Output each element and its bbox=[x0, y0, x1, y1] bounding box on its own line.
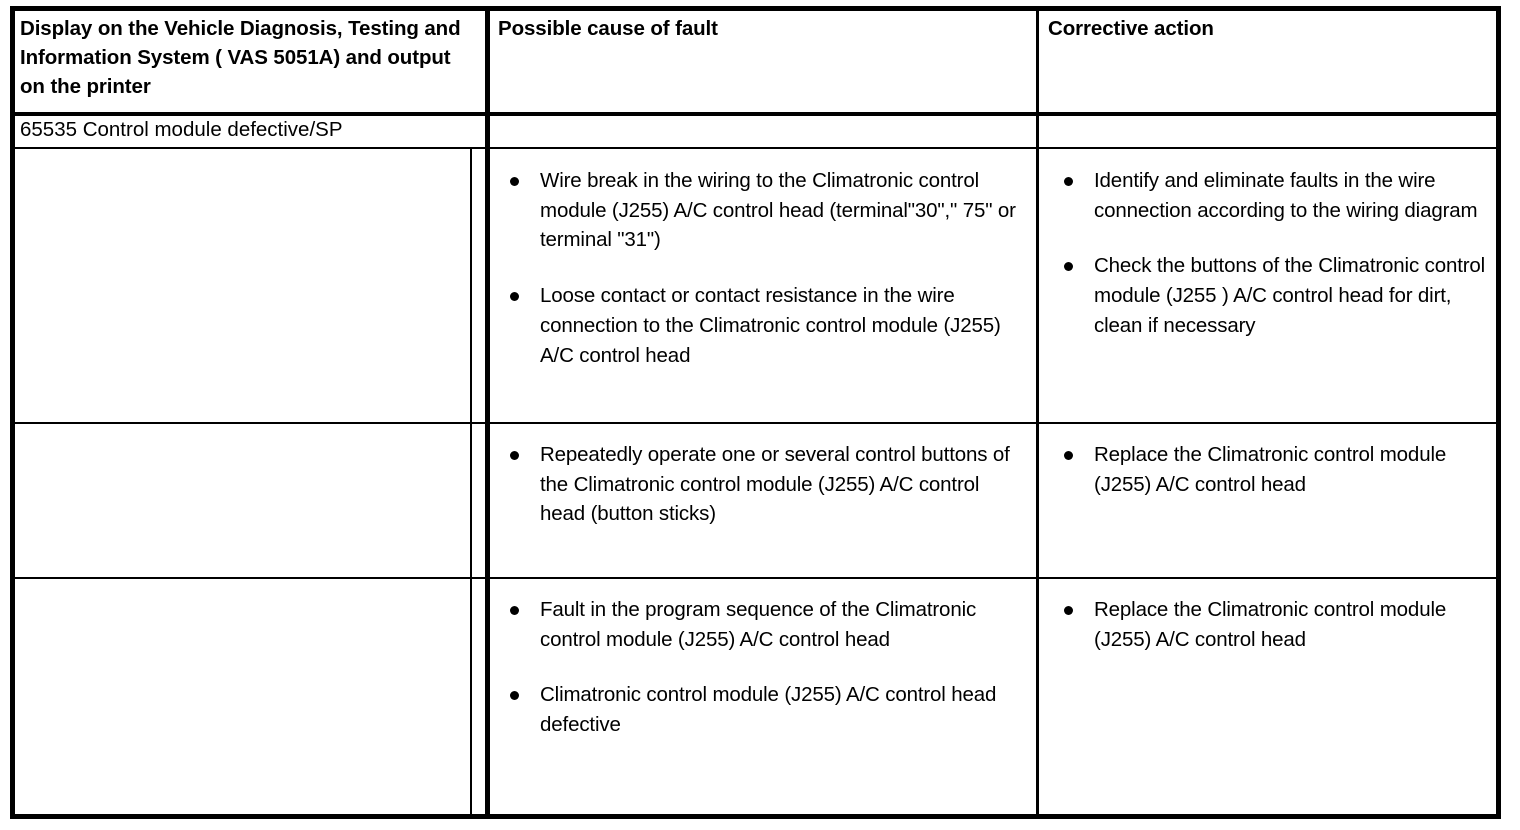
table-row: Repeatedly operate one or several contro… bbox=[10, 425, 1501, 581]
list-item: Loose contact or contact resistance in t… bbox=[506, 281, 1026, 371]
fault-code-label: 65535 Control module defective/SP bbox=[20, 118, 343, 141]
cell-display-empty bbox=[10, 580, 470, 818]
table-border-right bbox=[1496, 6, 1501, 819]
cause-text: Climatronic control module (J255) A/C co… bbox=[540, 683, 997, 737]
bullet-dot-icon bbox=[510, 176, 520, 186]
row-display-label bbox=[10, 581, 470, 597]
list-item: Replace the Climatronic control module (… bbox=[1060, 595, 1488, 655]
action-bullet-list: Replace the Climatronic control module (… bbox=[1060, 440, 1488, 500]
action-text: Identify and eliminate faults in the wir… bbox=[1094, 168, 1478, 222]
header-cell-cause: Possible cause of fault bbox=[488, 6, 1039, 112]
column-header-display-label: Display on the Vehicle Diagnosis, Testin… bbox=[20, 17, 461, 99]
action-text: Check the buttons of the Climatronic con… bbox=[1094, 254, 1486, 338]
list-item: Identify and eliminate faults in the wir… bbox=[1060, 166, 1488, 226]
cell-gutter bbox=[470, 151, 489, 426]
bullet-dot-icon bbox=[510, 691, 520, 701]
list-item: Check the buttons of the Climatronic con… bbox=[1060, 251, 1488, 341]
bullet-dot-icon bbox=[1064, 605, 1074, 615]
cause-bullet-list: Wire break in the wiring to the Climatro… bbox=[506, 166, 1026, 372]
cell-possible-causes: Wire break in the wiring to the Climatro… bbox=[488, 151, 1039, 426]
list-item: Repeatedly operate one or several contro… bbox=[506, 440, 1026, 530]
bullet-dot-icon bbox=[1064, 262, 1074, 272]
bullet-dot-icon bbox=[510, 450, 520, 460]
header-cell-action: Corrective action bbox=[1038, 6, 1501, 112]
cell-corrective-actions: Identify and eliminate faults in the wir… bbox=[1038, 151, 1501, 426]
table-row: Fault in the program sequence of the Cli… bbox=[10, 580, 1501, 818]
action-text: Replace the Climatronic control module (… bbox=[1094, 597, 1447, 651]
fault-code-row-separator bbox=[10, 147, 1501, 149]
cell-gutter bbox=[470, 425, 489, 581]
row-display-label bbox=[10, 152, 470, 168]
cause-text: Loose contact or contact resistance in t… bbox=[540, 284, 1001, 368]
fault-diagnosis-table: Display on the Vehicle Diagnosis, Testin… bbox=[10, 6, 1501, 818]
cell-gutter bbox=[470, 580, 489, 818]
cause-text: Wire break in the wiring to the Climatro… bbox=[540, 168, 1016, 252]
row-display-label bbox=[10, 426, 470, 442]
bullet-dot-icon bbox=[510, 292, 520, 302]
cause-bullet-list: Repeatedly operate one or several contro… bbox=[506, 440, 1026, 530]
list-item: Replace the Climatronic control module (… bbox=[1060, 440, 1488, 500]
table-row: Wire break in the wiring to the Climatro… bbox=[10, 151, 1501, 426]
list-item: Wire break in the wiring to the Climatro… bbox=[506, 166, 1026, 256]
cell-display-empty bbox=[10, 151, 470, 426]
table-row-fault-code: 65535 Control module defective/SP bbox=[10, 112, 1501, 152]
cause-text: Fault in the program sequence of the Cli… bbox=[540, 597, 977, 651]
action-bullet-list: Replace the Climatronic control module (… bbox=[1060, 595, 1488, 655]
cause-text: Repeatedly operate one or several contro… bbox=[540, 442, 1010, 526]
bullet-dot-icon bbox=[1064, 450, 1074, 460]
column-header-action-label: Corrective action bbox=[1048, 17, 1214, 40]
cell-fault-code-display: 65535 Control module defective/SP bbox=[10, 112, 489, 152]
header-bottom-separator bbox=[10, 112, 1501, 116]
bullet-dot-icon bbox=[1064, 176, 1074, 186]
list-item: Climatronic control module (J255) A/C co… bbox=[506, 680, 1026, 740]
bullet-dot-icon bbox=[510, 605, 520, 615]
column-divider-display-gutter bbox=[470, 147, 472, 819]
cell-possible-causes: Fault in the program sequence of the Cli… bbox=[488, 580, 1039, 818]
cell-possible-causes: Repeatedly operate one or several contro… bbox=[488, 425, 1039, 581]
action-bullet-list: Identify and eliminate faults in the wir… bbox=[1060, 166, 1488, 342]
row-separator-2 bbox=[10, 577, 1501, 579]
cell-corrective-actions: Replace the Climatronic control module (… bbox=[1038, 580, 1501, 818]
cell-display-empty bbox=[10, 425, 470, 581]
cause-bullet-list: Fault in the program sequence of the Cli… bbox=[506, 595, 1026, 741]
cell-corrective-actions: Replace the Climatronic control module (… bbox=[1038, 425, 1501, 581]
header-cell-display: Display on the Vehicle Diagnosis, Testin… bbox=[10, 6, 489, 112]
cell-fault-code-cause bbox=[488, 112, 1039, 152]
column-divider-cause-action bbox=[1036, 6, 1039, 819]
action-text: Replace the Climatronic control module (… bbox=[1094, 442, 1447, 496]
column-header-cause-label: Possible cause of fault bbox=[498, 17, 718, 40]
table-border-top bbox=[10, 6, 1501, 11]
column-divider-display-cause bbox=[485, 6, 490, 819]
row-separator-1 bbox=[10, 422, 1501, 424]
cell-fault-code-action bbox=[1038, 112, 1501, 152]
table-border-left bbox=[10, 6, 15, 819]
list-item: Fault in the program sequence of the Cli… bbox=[506, 595, 1026, 655]
table-border-bottom bbox=[10, 814, 1501, 819]
table-header-row: Display on the Vehicle Diagnosis, Testin… bbox=[10, 6, 1501, 112]
